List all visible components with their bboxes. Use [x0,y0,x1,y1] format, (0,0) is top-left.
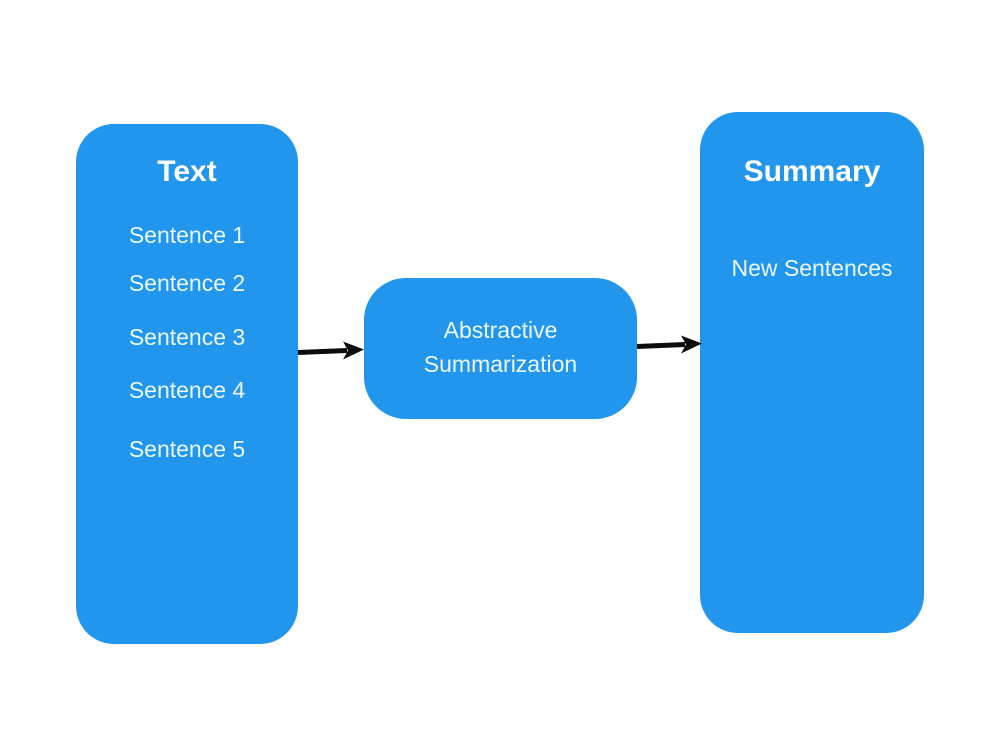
summary-box-title: Summary [743,155,881,188]
arrow-text-to-summarization-icon [297,341,364,360]
sentence-item: Sentence 1 [128,222,246,248]
process-label-line2: Summarization [423,351,578,377]
text-box: Text Sentence 1 Sentence 2 Sentence 3 Se… [76,124,298,644]
sentence-item: Sentence 5 [128,436,246,462]
summary-item: New Sentences [731,255,893,281]
process-label-line1: Abstractive [443,317,558,343]
abstractive-summarization-box: Abstractive Summarization [364,278,637,419]
text-box-title: Text [157,155,217,188]
sentence-item: Sentence 2 [128,270,246,296]
summary-box: Summary New Sentences [700,112,924,633]
sentence-item: Sentence 3 [128,324,246,350]
arrow-summarization-to-summary-icon [636,335,702,354]
sentence-item: Sentence 4 [128,377,246,403]
